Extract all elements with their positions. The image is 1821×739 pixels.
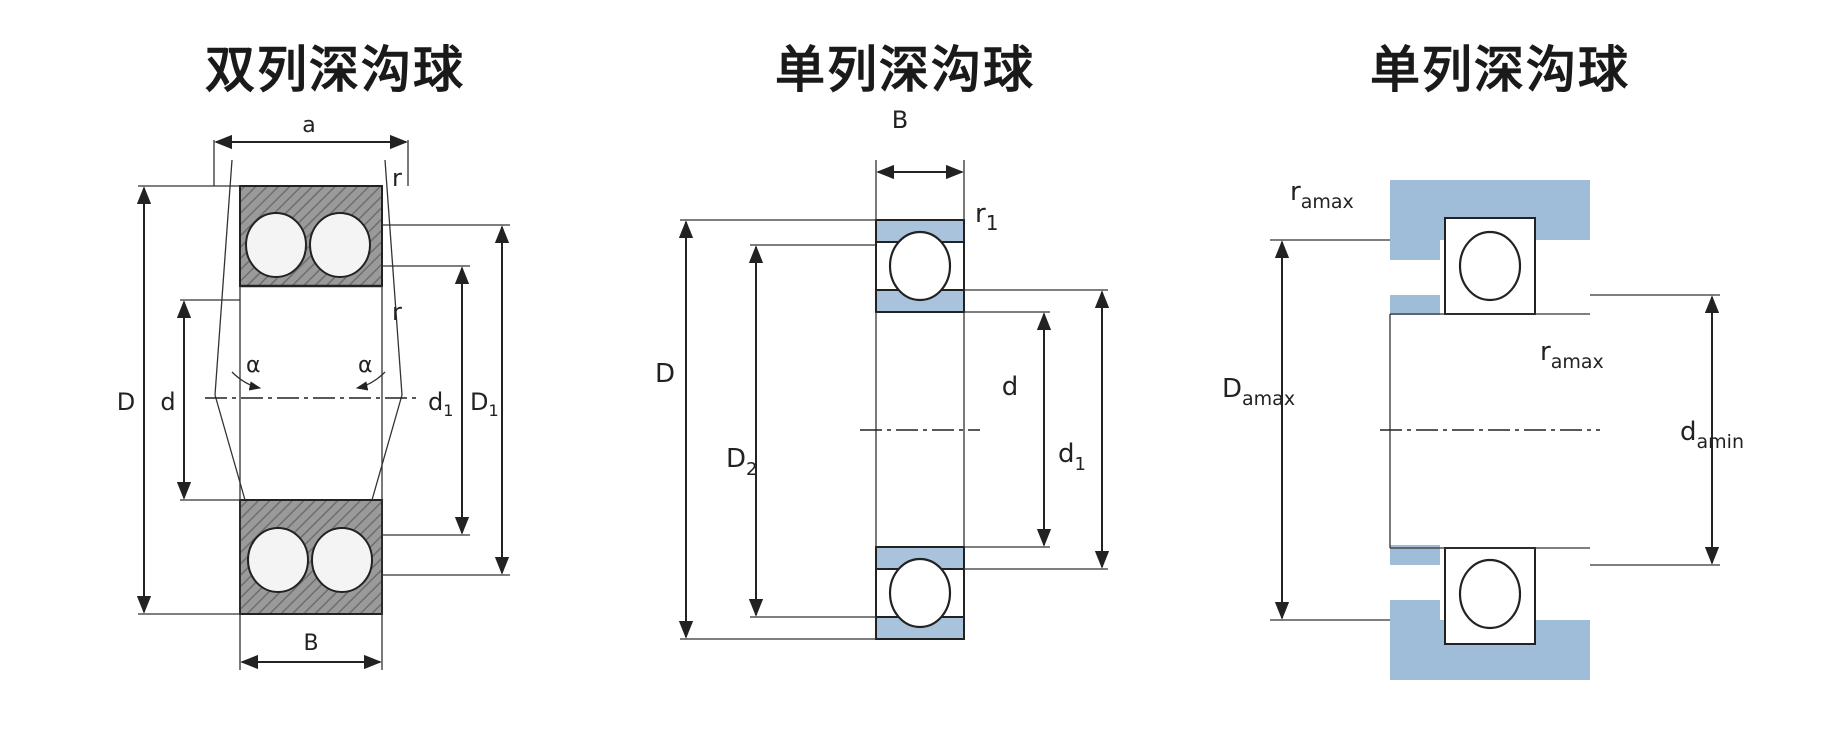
single-row-bearing-drawing: B r1 D D2 d d1: [655, 106, 1110, 640]
label-B: B: [303, 631, 318, 656]
label-d: d: [160, 388, 175, 416]
panel-title-single-row: 单列深沟球: [775, 41, 1035, 99]
mounting-dimensions-drawing: Damax damin ramax ramax: [1222, 177, 1744, 680]
label-alpha-left: α: [246, 353, 261, 378]
panel-title-double-row: 双列深沟球: [205, 41, 465, 99]
label-r-mid: r: [392, 298, 402, 326]
label-d1: d1: [428, 388, 453, 420]
label-D: D: [117, 388, 135, 416]
label-d1: d1: [1058, 439, 1086, 475]
ball-bottom-right: [311, 527, 373, 593]
ball-bottom-left: [247, 527, 309, 593]
label-D1: D1: [470, 388, 499, 420]
panel-title-single-row-mounting: 单列深沟球: [1370, 41, 1630, 99]
shaft-shoulder-bottom: [1390, 545, 1440, 565]
label-damin: damin: [1680, 417, 1744, 453]
label-B: B: [892, 106, 908, 134]
label-a: a: [302, 113, 315, 138]
label-r-top: r: [392, 164, 402, 192]
double-row-bearing-drawing: a D d d1 D1 B r r α α: [117, 113, 510, 670]
label-Damax: Damax: [1222, 374, 1295, 410]
ball-top: [888, 230, 952, 302]
label-alpha-right: α: [358, 353, 373, 378]
label-r1: r1: [975, 199, 998, 235]
ball-bottom: [888, 557, 952, 629]
ball-top-left: [245, 212, 307, 278]
label-D: D: [655, 359, 675, 389]
ball-top-right: [309, 212, 371, 278]
label-ramax-mid: ramax: [1540, 337, 1604, 373]
label-D2: D2: [726, 444, 757, 480]
shaft-shoulder-top: [1390, 295, 1440, 315]
label-d: d: [1002, 372, 1019, 402]
label-ramax-top: ramax: [1290, 177, 1354, 213]
